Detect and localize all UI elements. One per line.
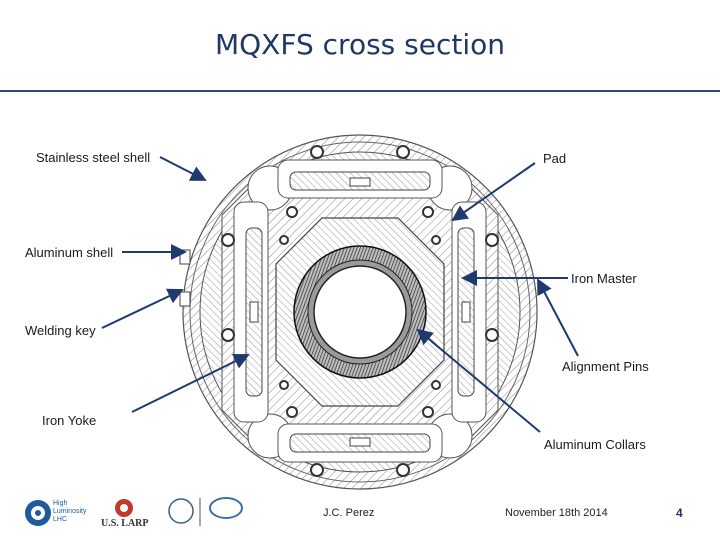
page-number: 4 <box>676 506 683 520</box>
arrow-stainless-shell <box>159 156 207 181</box>
arrow-welding-key <box>101 288 184 329</box>
leader-arrows <box>101 156 579 433</box>
label-welding-key: Welding key <box>25 323 96 338</box>
label-pad: Pad <box>543 151 567 166</box>
hilumi-line3: LHC <box>53 516 68 523</box>
footer-date: November 18th 2014 <box>505 507 608 519</box>
arrow-iron-yoke <box>131 353 250 413</box>
arrow-alignment-pins <box>537 278 579 357</box>
hilumi-line2: Luminosity <box>53 508 87 515</box>
slide-title: MQXFS cross section <box>214 28 505 61</box>
label-aluminum-shell: Aluminum shell <box>25 245 114 260</box>
label-iron-master: Iron Master <box>571 271 637 286</box>
label-alignment-pins: Alignment Pins <box>562 359 649 374</box>
hilumi-line1: High <box>53 500 68 507</box>
title-rule <box>0 90 720 92</box>
larp-logo-text: U.S. LARP <box>101 518 149 529</box>
label-stainless-steel-shell: Stainless steel shell <box>36 150 151 165</box>
footer-logos <box>25 497 243 526</box>
arrow-aluminum-collars <box>416 328 541 433</box>
arrow-pad <box>451 162 536 222</box>
footer-author: J.C. Perez <box>323 507 375 519</box>
hilumi-logo-text: High Luminosity LHC <box>53 500 86 524</box>
alignment-pins <box>221 145 499 477</box>
label-iron-yoke: Iron Yoke <box>42 413 97 428</box>
coil-ring <box>293 245 427 379</box>
label-aluminum-collars: Aluminum Collars <box>544 437 646 452</box>
